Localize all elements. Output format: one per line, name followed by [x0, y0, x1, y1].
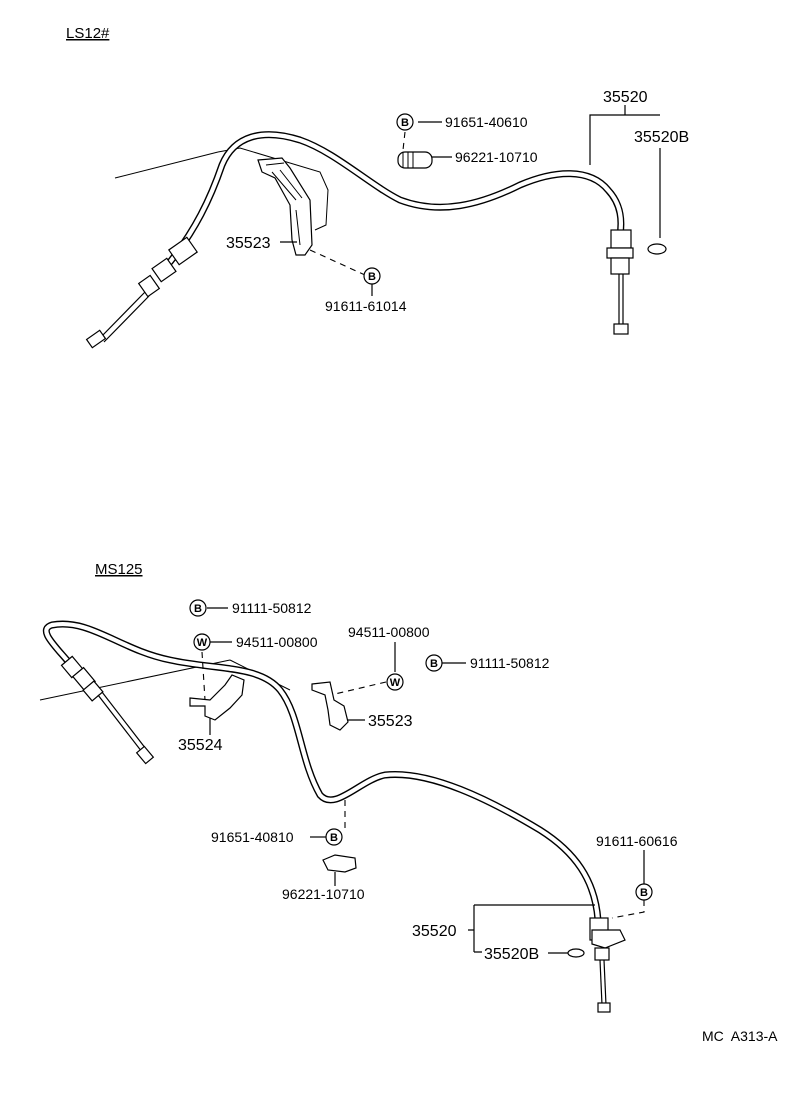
label-35520b: 35520B: [634, 129, 689, 146]
label-91111-50812-b: 91111-50812: [470, 655, 550, 671]
leader-washer-dash-b: [334, 681, 387, 695]
label-94511-00800-b: 94511-00800: [348, 624, 430, 640]
bolt-marker-91651: B: [396, 113, 414, 131]
svg-text:W: W: [197, 637, 208, 649]
accelerator-cable-35520: [85, 131, 634, 349]
label-35520: 35520: [603, 89, 648, 106]
bracket-35523: [257, 157, 313, 256]
svg-text:B: B: [330, 832, 338, 844]
label-35520-ms: 35520: [412, 923, 457, 940]
clamp-96221-10710-ms: [322, 854, 357, 873]
bolt-marker-91611: B: [363, 267, 381, 285]
leader-washer-dash-a: [201, 651, 206, 701]
label-91611-60616: 91611-60616: [596, 833, 678, 849]
section-ls12: LS12#: [66, 25, 689, 349]
leader-91611-dash: [611, 900, 645, 919]
leader-35520-group-ms: [468, 904, 595, 954]
bolt-marker-91611-ms: B: [635, 883, 653, 901]
svg-text:B: B: [640, 887, 648, 899]
body-outline-line: [114, 151, 219, 179]
washer-marker-94511-a: W: [193, 633, 211, 651]
label-96221-10710: 96221-10710: [455, 149, 538, 165]
figure-code: MC A313-A: [702, 1028, 778, 1044]
leader-bolt-dash: [402, 131, 406, 151]
bracket-35523-ms: [311, 681, 349, 731]
bolt-marker-91111-b: B: [425, 654, 443, 672]
grommet-35520b-ms: [567, 948, 585, 958]
section-ms125: MS125: [39, 561, 678, 1013]
label-91611-61014: 91611-61014: [325, 298, 407, 314]
svg-text:W: W: [390, 677, 401, 689]
section-header-ls12: LS12#: [66, 25, 110, 42]
bolt-marker-91651-ms: B: [325, 828, 343, 846]
label-96221-10710-ms: 96221-10710: [282, 886, 365, 902]
bolt-marker-91111-a: B: [189, 599, 207, 617]
leader-35520-group: [589, 105, 661, 238]
bracket-35524: [189, 674, 245, 721]
label-94511-00800-a: 94511-00800: [236, 634, 318, 650]
label-91651-40610: 91651-40610: [445, 114, 528, 130]
label-35520b-ms: 35520B: [484, 946, 539, 963]
label-35523: 35523: [226, 235, 271, 252]
svg-text:B: B: [401, 117, 409, 129]
accelerator-cable-35520-ms: [42, 620, 626, 1013]
clamp-96221-10710: [397, 151, 433, 169]
washer-marker-94511-b: W: [386, 673, 404, 691]
section-header-ms125: MS125: [95, 561, 143, 578]
grommet-35520b: [647, 243, 667, 255]
label-91651-40810: 91651-40810: [211, 829, 294, 845]
label-35524: 35524: [178, 737, 223, 754]
label-35523-ms: 35523: [368, 713, 413, 730]
label-91111-50812-a: 91111-50812: [232, 600, 312, 616]
svg-text:B: B: [194, 603, 202, 615]
svg-text:B: B: [368, 271, 376, 283]
svg-text:B: B: [430, 658, 438, 670]
leader-91611-dash: [309, 249, 366, 276]
